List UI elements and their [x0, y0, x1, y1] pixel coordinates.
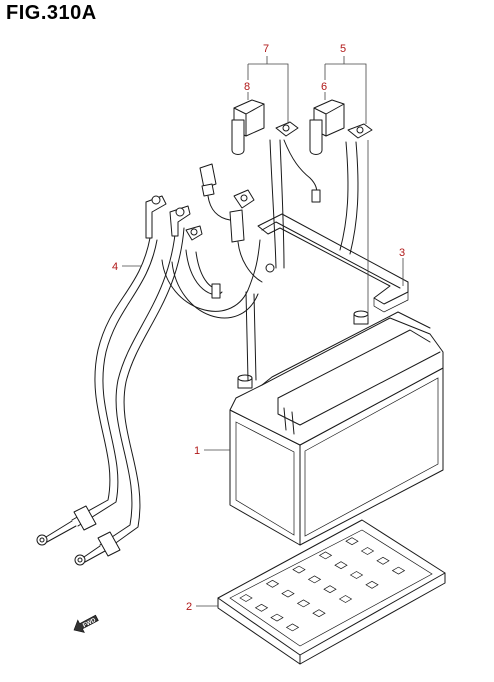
tray-slot: [334, 561, 348, 570]
tray-slot: [349, 571, 364, 579]
battery-cable[interactable]: [36, 195, 203, 566]
callout-4: 4: [112, 261, 118, 273]
tray-slot: [365, 580, 379, 589]
tray-slot: [285, 623, 300, 632]
tray-slot: [307, 575, 322, 584]
main-fuse-relay[interactable]: [309, 99, 345, 155]
callout-7: 7: [263, 43, 269, 55]
tray-slot: [296, 599, 311, 608]
tray-slot: [270, 613, 284, 622]
callout-8: 8: [244, 81, 250, 93]
callout-6: 6: [321, 81, 327, 93]
callout-2: 2: [186, 601, 192, 613]
tray-slot: [345, 537, 359, 546]
callout-5: 5: [340, 43, 346, 55]
starter-relay[interactable]: [231, 99, 265, 155]
callout-numbers: 7 8 5 6 3 4 1 2: [112, 43, 405, 613]
tray-slot: [312, 609, 326, 618]
tray-slot: [360, 547, 375, 555]
tray-slot: [391, 566, 406, 575]
tray-slot: [239, 594, 253, 602]
battery-tray[interactable]: [217, 519, 446, 665]
relay-lead-wire[interactable]: [269, 121, 321, 269]
callout-leaders: [122, 56, 404, 607]
battery-band[interactable]: [257, 213, 409, 313]
figure-title: FIG.310A: [6, 2, 97, 24]
tray-slot: [323, 585, 337, 594]
tray-slot: [376, 556, 390, 565]
tray-slot: [281, 589, 295, 598]
tray-slot: [318, 551, 333, 560]
callout-3: 3: [399, 247, 405, 259]
tray-slot: [254, 603, 269, 612]
fwd-arrow-icon: FWD: [73, 614, 99, 633]
tray-slot: [338, 595, 353, 603]
starter-cable-assembly[interactable]: [161, 163, 275, 381]
callout-1: 1: [194, 445, 200, 457]
tray-slot: [265, 579, 280, 588]
relay-lead-wire-2[interactable]: [339, 123, 373, 255]
tray-slot: [292, 565, 306, 574]
battery[interactable]: [229, 310, 444, 546]
